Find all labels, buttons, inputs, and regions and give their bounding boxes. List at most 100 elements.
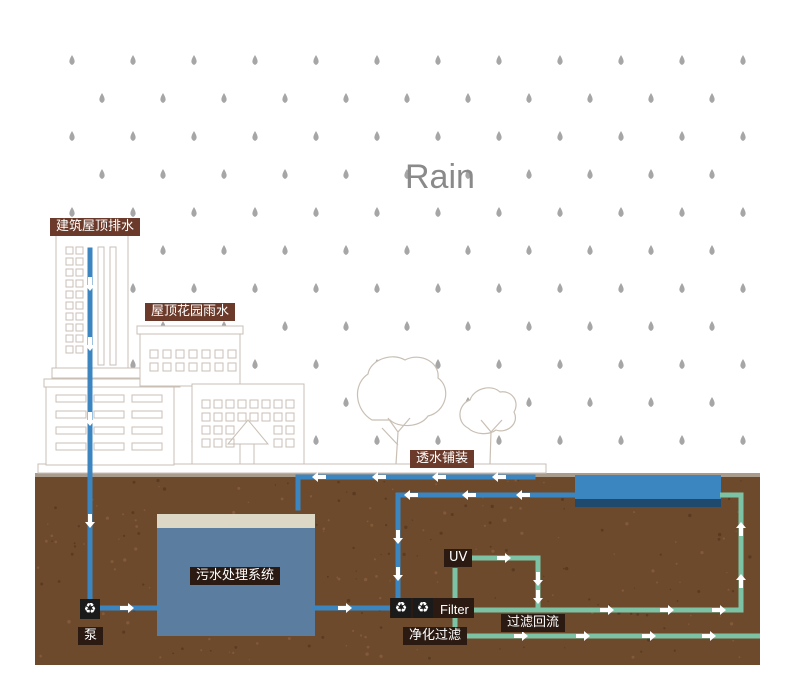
window xyxy=(75,268,84,277)
rain-drop xyxy=(496,55,502,65)
soil-speckle xyxy=(621,589,624,592)
window xyxy=(65,312,74,321)
soil-speckle xyxy=(543,575,545,578)
soil-speckle xyxy=(248,659,250,661)
window xyxy=(75,301,84,310)
rain-drop xyxy=(282,169,288,179)
soil-speckle xyxy=(402,552,406,557)
window xyxy=(55,442,87,451)
window xyxy=(75,279,84,288)
rain-drop xyxy=(343,397,349,407)
flow-arrow xyxy=(600,605,614,615)
window xyxy=(273,425,283,435)
rain-drop xyxy=(740,131,746,141)
label-uv: UV xyxy=(444,549,473,567)
flow-arrow xyxy=(120,603,134,613)
soil-speckle xyxy=(363,577,368,582)
soil-speckle xyxy=(520,531,524,535)
soil-speckle xyxy=(336,576,339,579)
soil-speckle xyxy=(383,480,386,483)
rain-drop xyxy=(282,321,288,331)
soil-speckle xyxy=(54,506,57,510)
rain-drop xyxy=(435,435,441,445)
soil-speckle xyxy=(132,480,136,484)
rain-drop xyxy=(313,435,319,445)
soil-speckle xyxy=(39,654,42,658)
flow-arrow xyxy=(660,605,674,615)
rain-drop xyxy=(221,169,227,179)
soil-speckle xyxy=(373,558,376,561)
flow-arrow xyxy=(712,605,726,615)
recycle-icon: ♻ xyxy=(413,598,433,618)
window xyxy=(225,438,235,448)
soil-speckle xyxy=(379,626,383,629)
soil-speckle xyxy=(688,623,690,625)
soil-speckle xyxy=(690,614,692,617)
rain-drop xyxy=(496,359,502,369)
window xyxy=(225,399,235,409)
window xyxy=(65,301,74,310)
soil-speckle xyxy=(737,511,739,513)
soil-speckle xyxy=(663,627,666,630)
soil-speckle xyxy=(380,554,382,556)
soil-speckle xyxy=(434,571,438,575)
soil-speckle xyxy=(563,567,565,570)
soil-speckle xyxy=(44,539,48,543)
rain-drop xyxy=(465,93,471,103)
rain-drop xyxy=(648,93,654,103)
soil-speckle xyxy=(504,549,508,552)
soil-speckle xyxy=(435,483,438,486)
soil-speckle xyxy=(633,511,636,514)
window xyxy=(55,410,87,419)
pond xyxy=(575,475,721,499)
rain-drop xyxy=(496,435,502,445)
soil-speckle xyxy=(50,534,54,538)
soil-speckle xyxy=(636,613,640,616)
soil-speckle xyxy=(443,511,447,515)
rain-drop xyxy=(435,207,441,217)
soil-speckle xyxy=(159,656,162,659)
soil-speckle xyxy=(375,575,378,578)
soil-speckle xyxy=(700,551,704,555)
rain-drop xyxy=(374,283,380,293)
soil-speckle xyxy=(200,649,203,652)
soil-speckle xyxy=(640,650,643,653)
window xyxy=(201,349,211,359)
window xyxy=(201,425,211,435)
soil-speckle xyxy=(740,480,742,482)
window xyxy=(75,257,84,266)
rain-drop xyxy=(587,169,593,179)
soil-speckle xyxy=(494,597,497,599)
soil-speckle xyxy=(57,580,61,583)
rain-drop xyxy=(740,359,746,369)
soil-speckle xyxy=(719,615,721,617)
soil-speckle xyxy=(717,532,722,537)
soil-speckle xyxy=(134,519,137,522)
soil-speckle xyxy=(172,652,175,655)
window xyxy=(273,399,283,409)
soil-speckle xyxy=(729,622,734,626)
soil-speckle xyxy=(234,646,238,649)
window xyxy=(175,362,185,372)
soil-speckle xyxy=(482,505,484,507)
tree-large xyxy=(356,356,447,465)
soil-speckle xyxy=(509,506,513,510)
rain-drop xyxy=(618,207,624,217)
flow-arrow xyxy=(497,553,511,563)
soil-speckle xyxy=(436,581,439,583)
rain-drop xyxy=(465,245,471,255)
window xyxy=(225,425,235,435)
soil-speckle xyxy=(561,498,564,501)
soil-speckle xyxy=(631,655,635,659)
rain-drop xyxy=(313,55,319,65)
rain-drop xyxy=(740,55,746,65)
soil-speckle xyxy=(645,613,649,617)
rain-drop xyxy=(587,397,593,407)
rain-drop xyxy=(557,55,563,65)
rain-drop xyxy=(313,131,319,141)
soil-speckle xyxy=(181,647,184,650)
flow-arrow xyxy=(462,490,476,500)
soil-speckle xyxy=(483,524,486,527)
soil-speckle xyxy=(47,523,49,525)
rain-drop xyxy=(435,359,441,369)
